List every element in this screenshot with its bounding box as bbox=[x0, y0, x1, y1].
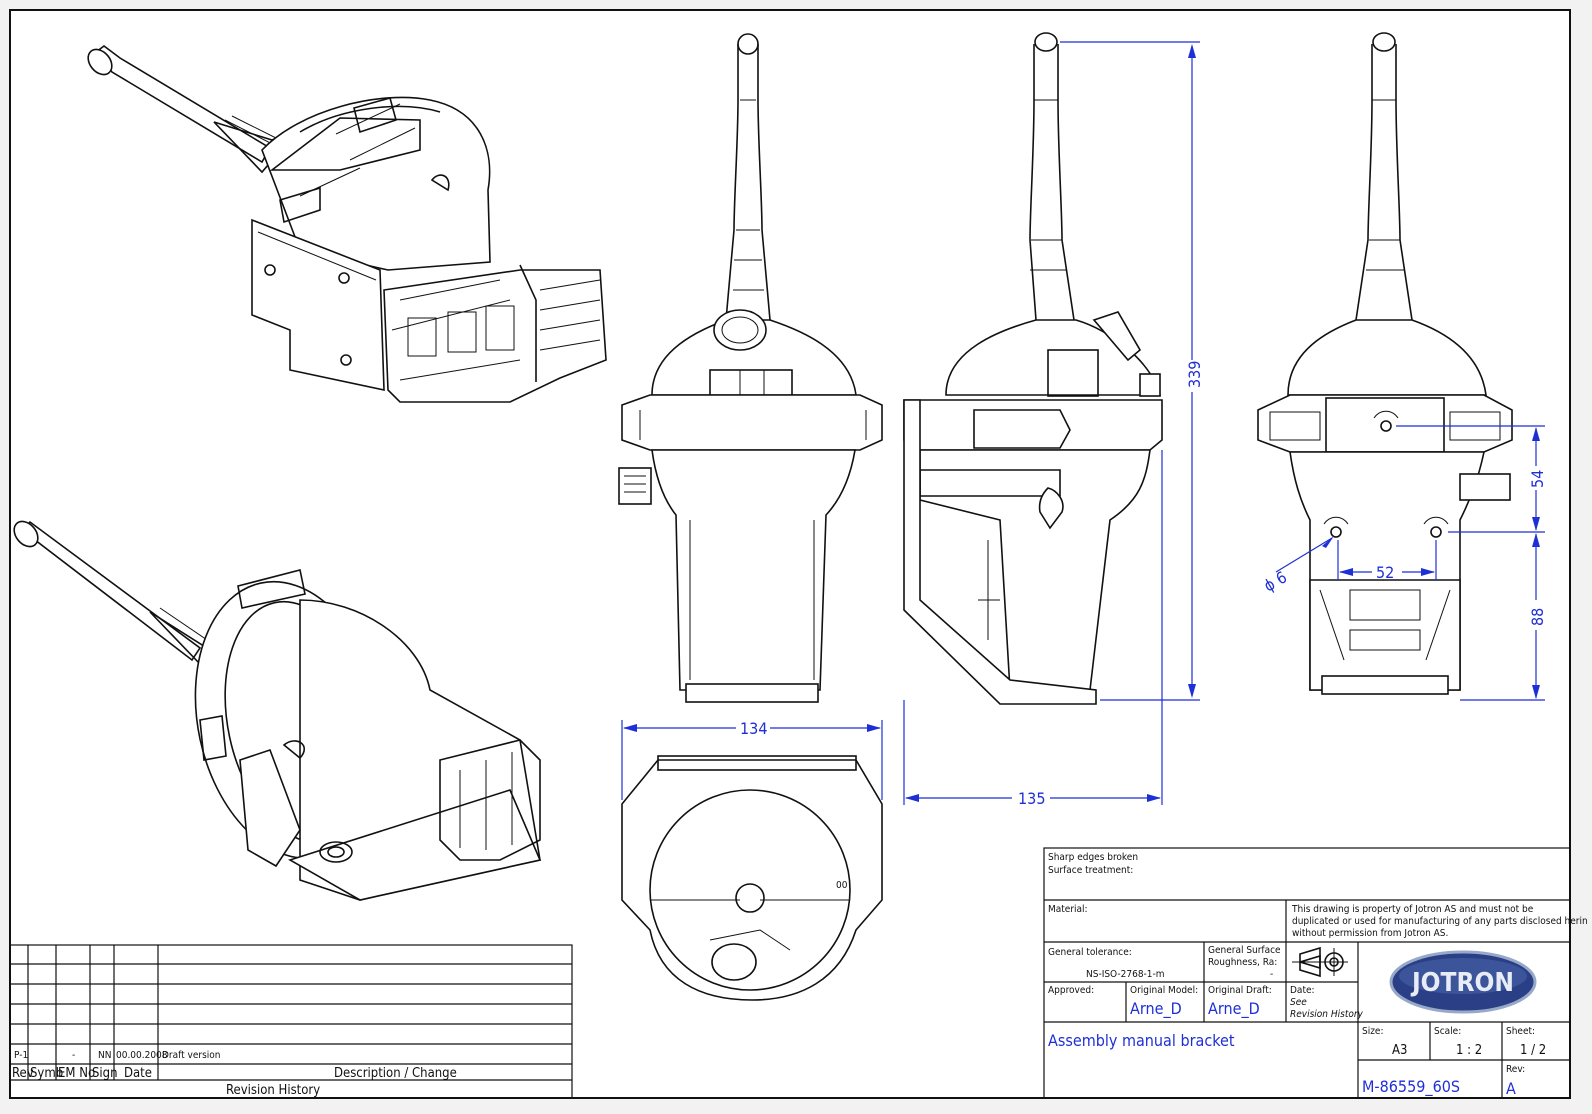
revision-history-caption: Revision History bbox=[226, 1083, 320, 1098]
tb-date-value-2: Revision History bbox=[1290, 1009, 1364, 1020]
rev-header-rev: Rev bbox=[12, 1066, 34, 1081]
projection-symbol-icon bbox=[1292, 946, 1348, 978]
tb-rev-value: A bbox=[1506, 1079, 1516, 1098]
tb-notice-2: duplicated or used for manufacturing of … bbox=[1292, 916, 1588, 927]
tb-title: Assembly manual bracket bbox=[1048, 1031, 1235, 1050]
tb-material-label: Material: bbox=[1048, 904, 1088, 915]
tb-approved-label: Approved: bbox=[1048, 985, 1094, 996]
title-block: Sharp edges broken Surface treatment: Ma… bbox=[1043, 847, 1588, 1099]
tb-size-value: A3 bbox=[1392, 1043, 1407, 1058]
tb-sharp-edges: Sharp edges broken bbox=[1048, 852, 1138, 863]
rev-row-symb: - bbox=[72, 1050, 75, 1061]
tb-date-label: Date: bbox=[1290, 985, 1315, 996]
dimensions: 339 135 134 54 88 bbox=[621, 41, 1547, 808]
dim-width-134: 134 bbox=[740, 719, 767, 738]
rev-header-symb: Symb bbox=[30, 1066, 63, 1081]
dim-spacing-54: 54 bbox=[1528, 470, 1547, 488]
tb-tolerance-value: NS-ISO-2768-1-m bbox=[1086, 969, 1165, 980]
tb-drawing-number: M-86559_60S bbox=[1362, 1077, 1460, 1097]
tb-model-label: Original Model: bbox=[1130, 985, 1198, 996]
isometric-view-upper bbox=[87, 45, 607, 403]
rev-row-em-no: NN bbox=[98, 1050, 111, 1061]
rev-header-date: Date bbox=[124, 1066, 152, 1081]
svg-text:JOTRON: JOTRON bbox=[1410, 968, 1514, 998]
rev-header-description: Description / Change bbox=[334, 1066, 457, 1081]
tb-sheet-label: Sheet: bbox=[1506, 1026, 1535, 1037]
tb-draft-label: Original Draft: bbox=[1208, 985, 1272, 996]
rear-view bbox=[1257, 32, 1513, 695]
tb-surface-treatment: Surface treatment: bbox=[1048, 865, 1133, 876]
tb-roughness-label-1: General Surface bbox=[1208, 945, 1281, 956]
revision-history-table: P-1 - NN 00.00.2008 Draft version Rev Sy… bbox=[9, 944, 573, 1099]
rev-row-description: Draft version bbox=[162, 1050, 220, 1061]
rev-header-sign: Sign bbox=[92, 1066, 118, 1081]
front-view bbox=[618, 33, 883, 703]
tb-roughness-value: - bbox=[1270, 969, 1273, 980]
side-view bbox=[903, 32, 1163, 705]
rev-row-rev: P-1 bbox=[14, 1050, 28, 1061]
dim-spacing-52: 52 bbox=[1376, 563, 1394, 582]
tb-date-value-1: See bbox=[1290, 997, 1307, 1008]
tb-tolerance-label: General tolerance: bbox=[1048, 947, 1132, 958]
tb-notice-1: This drawing is property of Jotron AS an… bbox=[1291, 904, 1534, 915]
bottom-view: 00 bbox=[621, 755, 883, 1001]
dim-spacing-88: 88 bbox=[1528, 608, 1547, 626]
dim-height-339: 339 bbox=[1185, 361, 1204, 388]
tb-roughness-label-2: Roughness, Ra: bbox=[1208, 957, 1277, 968]
dim-depth-135: 135 bbox=[1018, 789, 1045, 808]
jotron-logo: JOTRON bbox=[1389, 950, 1537, 1014]
rev-header-em-no: EM No bbox=[58, 1066, 95, 1081]
rev-row-date: 00.00.2008 bbox=[116, 1050, 168, 1061]
tb-rev-label: Rev: bbox=[1506, 1064, 1525, 1075]
tb-sheet-value: 1 / 2 bbox=[1520, 1043, 1546, 1058]
svg-text:00: 00 bbox=[836, 880, 848, 891]
tb-scale-label: Scale: bbox=[1434, 1026, 1461, 1037]
tb-scale-value: 1 : 2 bbox=[1456, 1043, 1482, 1058]
tb-model-value: Arne_D bbox=[1130, 999, 1182, 1019]
tb-size-label: Size: bbox=[1362, 1026, 1384, 1037]
tb-draft-value: Arne_D bbox=[1208, 999, 1260, 1019]
isometric-view-lower bbox=[13, 520, 542, 901]
tb-notice-3: without permission from Jotron AS. bbox=[1292, 928, 1448, 939]
